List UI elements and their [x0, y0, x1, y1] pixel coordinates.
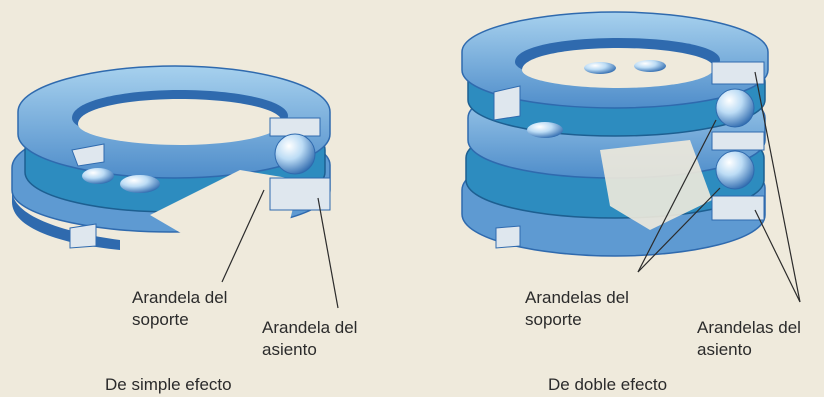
caption-double-direction: De doble efecto — [548, 375, 668, 394]
label-housing-washers: Arandelas del soporte — [525, 288, 629, 329]
single-direction-bearing — [11, 65, 339, 309]
leader-line — [637, 119, 717, 273]
leader-line — [317, 197, 339, 309]
double-direction-bearing — [461, 11, 801, 303]
ball — [527, 122, 563, 138]
leader-line — [637, 187, 721, 273]
ball — [634, 60, 666, 72]
ball — [715, 88, 755, 128]
ball — [120, 175, 160, 193]
label-housing-washer: Arandela del soporte — [132, 288, 228, 329]
ball — [274, 133, 316, 175]
cross-section — [69, 223, 97, 249]
label-shaft-washer: Arandela del asiento — [262, 318, 358, 359]
ball — [715, 150, 755, 190]
ball — [584, 62, 616, 74]
leader-line — [221, 189, 265, 283]
ball — [82, 168, 114, 184]
label-shaft-washers: Arandelas del asiento — [697, 318, 801, 359]
caption-single-direction: De simple efecto — [105, 375, 232, 394]
leader-line — [754, 71, 801, 303]
leader-line — [754, 209, 801, 303]
